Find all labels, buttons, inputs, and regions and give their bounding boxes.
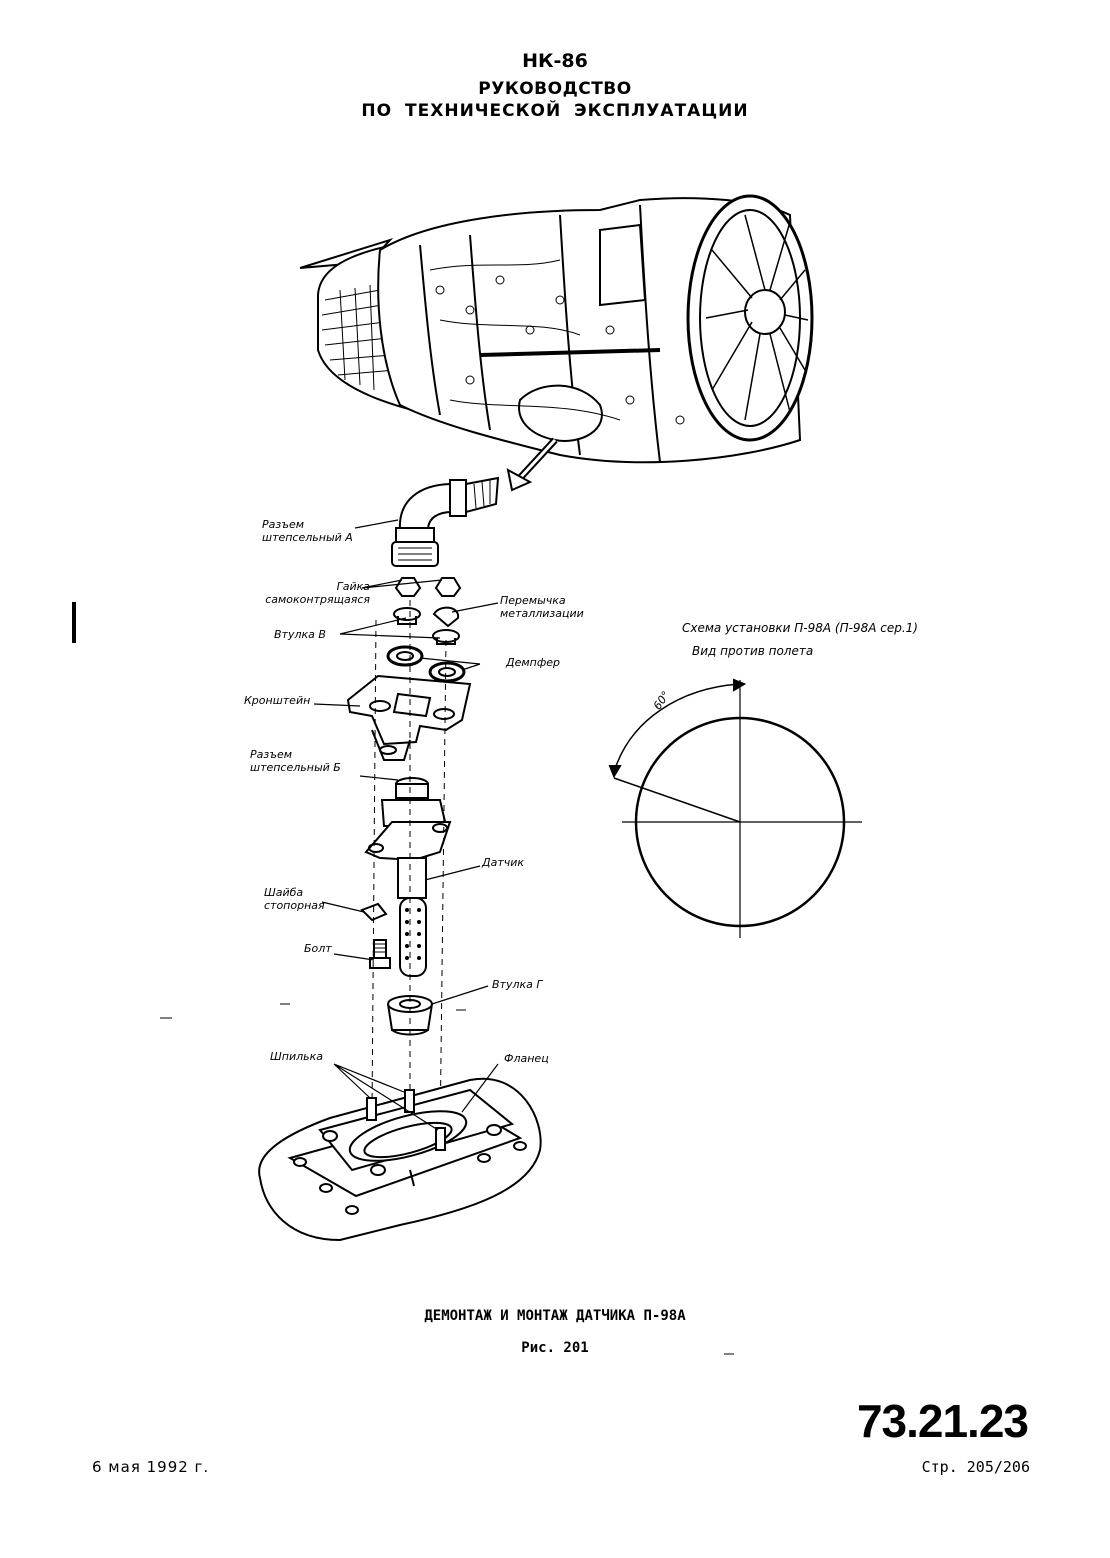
figure-title: ДЕМОНТАЖ И МОНТАЖ ДАТЧИКА П-98А bbox=[424, 1308, 686, 1324]
label-connector-a-text: Разъем штепсельный А bbox=[262, 518, 353, 544]
document-code: 73.21.23 bbox=[856, 1395, 1029, 1447]
label-jumper: Перемычка металлизации bbox=[500, 594, 584, 620]
flange-plate-drawing bbox=[258, 1077, 542, 1242]
label-bushing-g: Втулка Г bbox=[492, 978, 543, 991]
label-jumper-text: Перемычка металлизации bbox=[500, 594, 584, 620]
label-nut-text: Гайка самоконтрящаяся bbox=[265, 580, 370, 606]
figure-number: Рис. 201 bbox=[521, 1340, 589, 1356]
bracket-drawing bbox=[346, 674, 472, 761]
scheme-subtitle: Вид против полета bbox=[692, 644, 814, 658]
manual-engine-title: НК-86 bbox=[522, 50, 588, 72]
jumper-drawing bbox=[432, 606, 460, 628]
page-number: Стр. 205/206 bbox=[921, 1458, 1030, 1476]
revision-bar bbox=[72, 602, 76, 643]
label-bolt: Болт bbox=[304, 942, 332, 955]
installation-scheme-diagram bbox=[608, 678, 862, 938]
damper-left bbox=[386, 645, 424, 667]
bushing-v-left bbox=[393, 607, 421, 621]
label-nut: Гайка самоконтрящаяся bbox=[240, 580, 370, 606]
assembly-axes bbox=[371, 600, 447, 1190]
connector-b-drawing bbox=[380, 777, 448, 827]
label-connector-a: Разъем штепсельный А bbox=[262, 518, 353, 544]
nut-right bbox=[434, 577, 462, 597]
label-lock-washer-text: Шайба стопорная bbox=[264, 886, 325, 912]
label-connector-b-text: Разъем штепсельный Б bbox=[250, 748, 341, 774]
sensor-drawing bbox=[364, 821, 452, 977]
label-sensor: Датчик bbox=[482, 856, 525, 869]
manual-subtitle: ПО ТЕХНИЧЕСКОЙ ЭКСПЛУАТАЦИИ bbox=[361, 101, 749, 121]
label-lock-washer: Шайба стопорная bbox=[264, 886, 325, 912]
connector-a-drawing bbox=[391, 476, 500, 567]
damper-right bbox=[428, 661, 466, 683]
lock-washer-drawing bbox=[360, 902, 388, 922]
scheme-title: Схема установки П-98А (П-98А сер.1) bbox=[682, 621, 918, 635]
bolt-drawing bbox=[369, 939, 391, 969]
engine-drawing bbox=[299, 194, 814, 492]
revision-date: 6 мая 1992 г. bbox=[92, 1458, 210, 1476]
label-bracket: Кронштейн bbox=[244, 694, 311, 707]
label-stud: Шпилька bbox=[270, 1050, 324, 1063]
label-flange: Фланец bbox=[504, 1052, 549, 1065]
label-damper: Демпфер bbox=[506, 656, 561, 669]
label-connector-b: Разъем штепсельный Б bbox=[250, 748, 341, 774]
manual-title: РУКОВОДСТВО bbox=[478, 79, 632, 99]
label-bushing-v: Втулка В bbox=[274, 628, 326, 641]
leader-lines bbox=[313, 519, 499, 1131]
